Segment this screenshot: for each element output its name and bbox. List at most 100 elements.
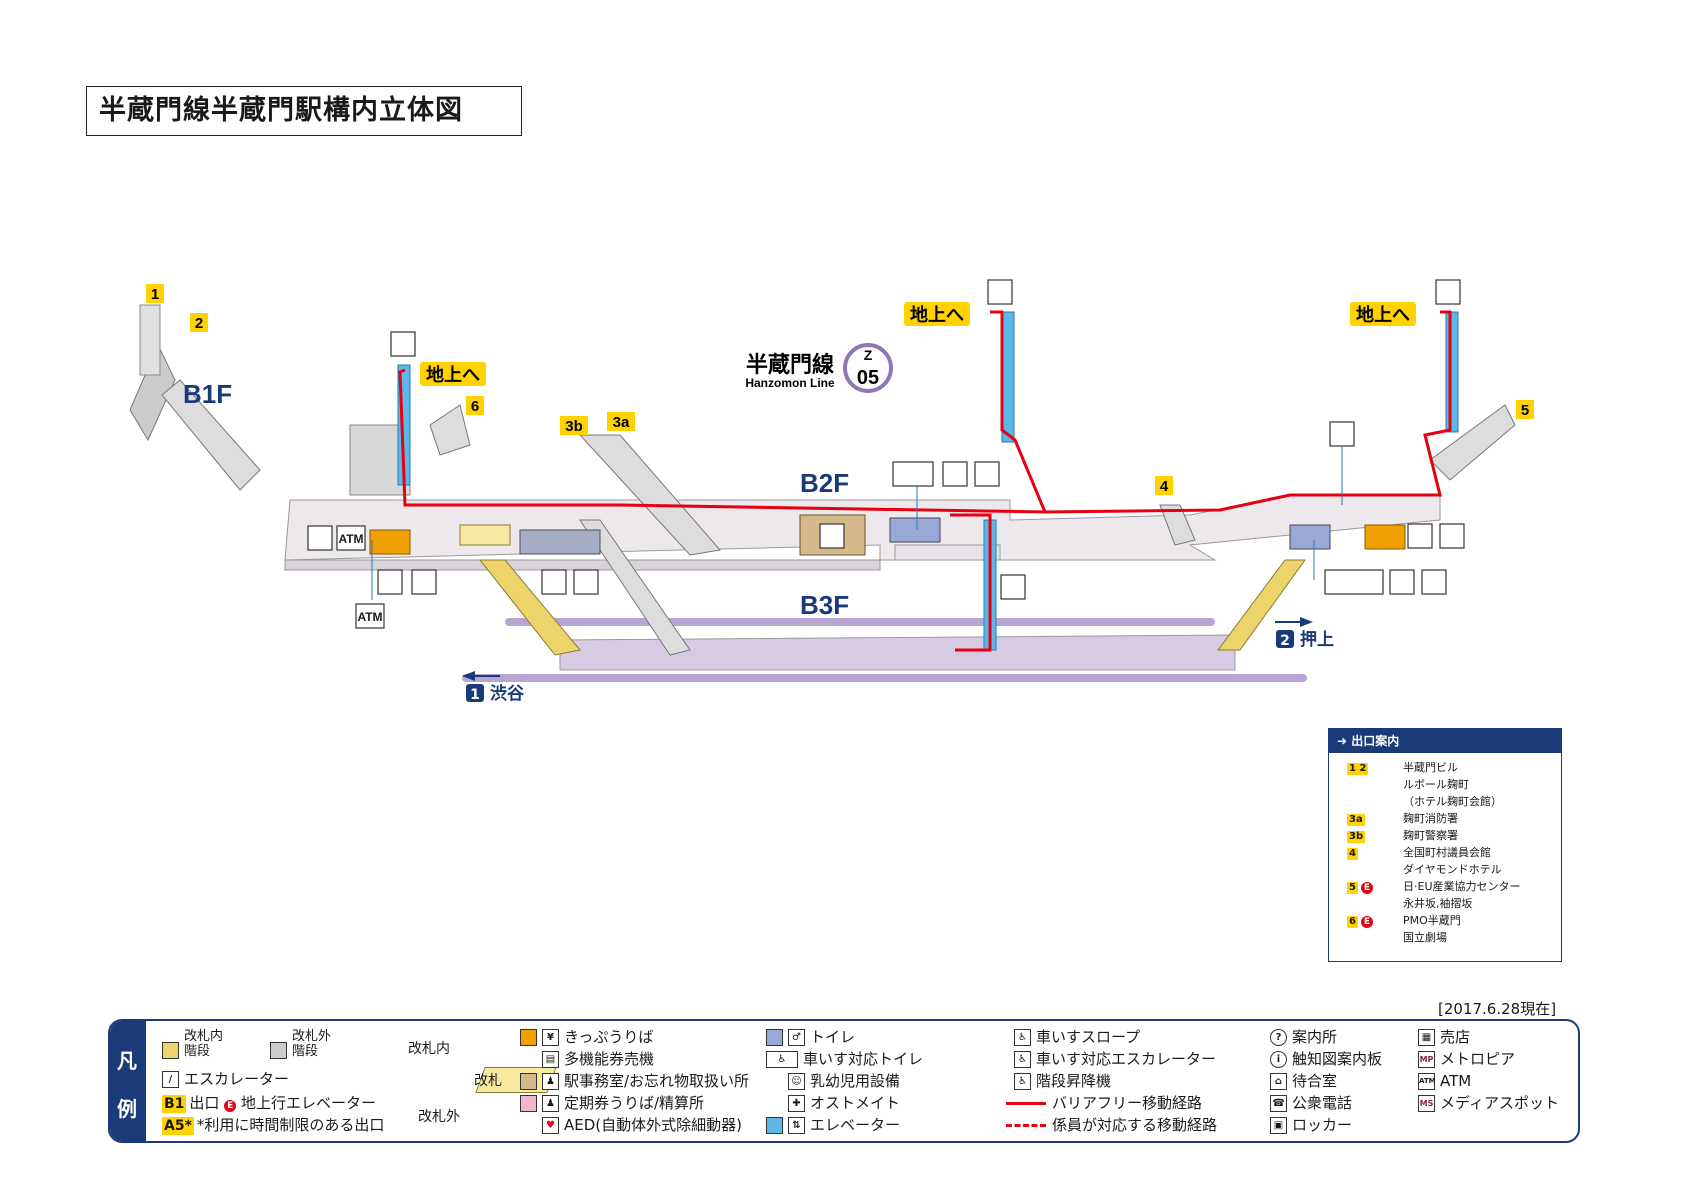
legend-multi: ▤多機能券売機 [542,1049,654,1069]
direction-left-number: 1 [470,687,480,703]
baby-care-icon [573,569,599,595]
b1f-structure [129,304,261,491]
ticket-area-icon [520,1029,537,1046]
toilet-area-icon [766,1029,783,1046]
locker-icon: ▣ [1270,1117,1287,1134]
legend-tactile: i 触知図案内板 [1270,1049,1382,1069]
legend-side-char: 凡 [117,1049,137,1073]
legend-stairs-out: 改札外 階段 [270,1029,331,1060]
legend-label: 改札内 階段 [184,1029,224,1059]
legend-limited-exit: A5**利用に時間制限のある出口 [162,1115,384,1135]
legend-label: 係員が対応する移動経路 [1052,1116,1218,1134]
atm-label: ATM [338,532,363,546]
legend-gate: 改札 [474,1073,502,1089]
exit-destination: 全国町村議員会館 [1403,846,1491,859]
line-badge: Z 05 半蔵門線 Hanzomon Line [745,343,893,393]
legend-stairs-in: 改札内 階段 [162,1029,223,1060]
elevator-exit-badge: E [1360,916,1373,928]
to-ground-label-center: 地上へ [910,304,964,326]
legend-locker: ▣ ロッカー [1270,1115,1352,1135]
facility-icons [307,279,1465,629]
locker-icon [307,525,333,551]
wheelchair-slope-icon: ♿ [1014,1029,1031,1046]
elevator-icon: ⇅ [788,1117,805,1134]
legend-elevator: ⇅エレベーター [766,1115,900,1135]
to-ground-labels: 地上へ 地上へ 地上へ [420,302,1416,386]
legend-label: 出口 [189,1094,220,1112]
exit-destination: 麹町警察署 [1403,829,1458,842]
leader-lines [371,446,1343,600]
exit-destination: ルボール麹町 [1403,778,1469,791]
legend-phone: ☎公衆電話 [1270,1093,1352,1113]
page-title: 半蔵門線半蔵門駅構内立体図 [86,86,522,136]
legend-baby: ☺ 乳幼児用設備 [788,1071,900,1091]
update-date: [2017.6.28現在] [1438,1000,1557,1018]
atm-label: ATM [357,610,382,624]
ostomate-icon: ✚ [788,1095,805,1112]
exit-tag-3a: 3a [613,414,630,431]
exit-guide: ➜ 出口案内 1 2 半蔵門ビル ルボール麹町 （ホテル麹町会館） 3a 麹町消防署… [1328,728,1562,962]
exit-destination: 麹町消防署 [1403,812,1458,825]
ostomate-icon [1421,569,1447,595]
legend-label: 案内所 [1292,1028,1338,1046]
exit-destination: 半蔵門ビル [1403,761,1458,774]
floor-label-b3f: B3F [800,590,849,620]
baby-care-icon [1389,569,1415,595]
legend-stair-lift: ♿階段昇降機 [1014,1071,1111,1091]
legend-pass: ♟定期券うりば/精算所 [520,1093,704,1113]
exit-guide-title: ➜ 出口案内 [1329,729,1561,753]
directions: 1 渋谷 2 押上 [462,617,1334,704]
tactile-map-icon: i [1270,1051,1287,1068]
baby-care-icon: ☺ [788,1073,805,1090]
exit-guide-title-text: 出口案内 [1351,734,1400,748]
legend-wc-toilet: ♿車いす対応トイレ [766,1049,923,1069]
legend-side: 凡 例 [110,1021,146,1141]
exit-badge: B1 [162,1095,187,1113]
exit-number-badge: 3a [1347,814,1365,826]
barrier-free-route [398,310,1452,652]
elevator-icon [390,331,416,357]
legend-escalator: /エスカレーター [162,1069,289,1089]
stairs [349,404,1516,656]
legend-label: ロッカー [1292,1116,1353,1134]
elevator-exit-badge: E [1360,882,1373,894]
legend-gate-out: 改札外 [418,1109,460,1125]
legend-label: 乳幼児用設備 [810,1072,901,1090]
exit-destination: ダイヤモンドホテル [1403,863,1502,876]
legend-label: 改札外 階段 [292,1029,332,1059]
legend-side-char: 例 [117,1097,137,1121]
office-area-icon [520,1073,537,1090]
legend-label: 触知図案内板 [1292,1050,1383,1068]
legend-label: トイレ [810,1028,856,1046]
legend-label: 車いすスロープ [1036,1028,1141,1046]
exit-number-badge: 5 [1347,882,1358,894]
elevator-icon [1435,279,1461,305]
to-ground-label-left: 地上へ [426,364,480,386]
atm-icon [336,525,366,551]
legend-office: ♟駅事務室/お忘れ物取扱い所 [520,1071,749,1091]
toilet-icon [892,461,934,487]
multi-function-ticket-icon [1439,523,1465,549]
exit-destination: （ホテル麹町会館） [1403,795,1502,808]
line-name-en: Hanzomon Line [745,376,835,390]
exit-number-badge: 1 2 [1347,763,1369,775]
stairs-icon [270,1042,287,1059]
shop-icon: ▦ [1418,1029,1435,1046]
floor-labels: B1F B2F B3F [183,379,849,620]
legend-bf-route: バリアフリー移動経路 [1006,1093,1202,1113]
exit-number-badge: 6 [1347,916,1358,928]
ticket-machine-icon [377,569,403,595]
multi-function-ticket-icon: ▤ [542,1051,559,1068]
baby-care-icon [942,461,968,487]
legend-label: 公衆電話 [1292,1094,1353,1112]
legend-label: 駅事務室/お忘れ物取扱い所 [564,1072,750,1090]
ostomate-icon [974,461,1000,487]
exit-tag-6: 6 [471,398,479,415]
info-desk-icon: ? [1270,1029,1287,1046]
legend-ticket: ¥きっぷうりば [520,1027,653,1047]
